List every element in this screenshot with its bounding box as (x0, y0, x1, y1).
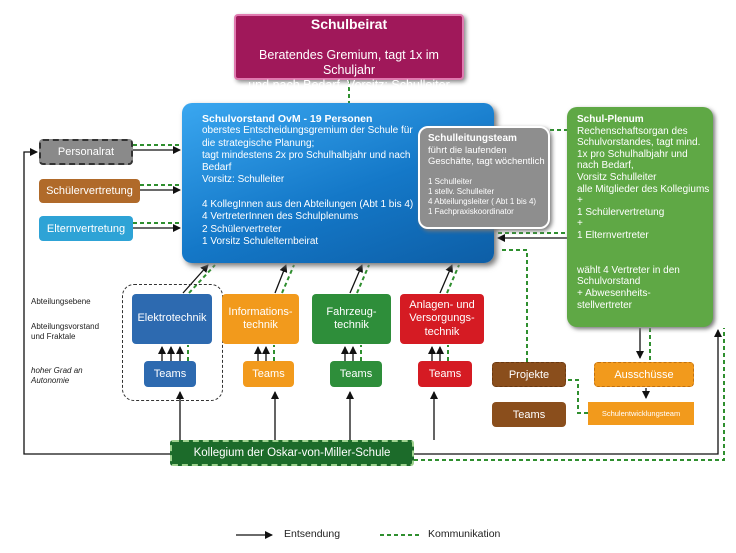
elternvertretung-box: Elternvertretung (39, 216, 133, 241)
elektrotechnik-box: Elektrotechnik (132, 294, 212, 344)
informationstechnik-box: Informations- technik (222, 294, 299, 344)
schuelervertretung-box: Schülervertretung (39, 179, 140, 203)
comm-fahr (356, 264, 370, 294)
schulbeirat-text: Beratendes Gremium, tagt 1x im Schuljahr… (248, 47, 450, 92)
arrow-anlagen-to-vorstand (439, 264, 453, 294)
comm-sew-projekte (566, 379, 588, 414)
arrow-kollegium-to-personalrat (23, 148, 170, 455)
teams-anlagen: Teams (418, 361, 472, 387)
ausschuesse-box: Ausschüsse (594, 362, 694, 387)
teams-informationstechnik: Teams (243, 361, 294, 387)
schulplenum-title: Schul-Plenum (577, 114, 644, 125)
schulplenum-text: Rechenschaftsorgan des Schulvorstandes, … (577, 125, 710, 311)
personalrat-box: Personalrat (39, 139, 133, 165)
comm-info (281, 264, 295, 294)
comm-projekte (500, 249, 528, 362)
projekte-box: Projekte (492, 362, 566, 387)
schulleitungsteam-members: 1 Schulleiter 1 stellv. Schulleiter 4 Ab… (428, 176, 537, 217)
teams-elektrotechnik: Teams (144, 361, 196, 387)
legend-entsendung: Entsendung (284, 528, 341, 540)
kollegium-box: Kollegium der Oskar-von-Miller-Schule (170, 440, 414, 466)
label-abteilungsvorstand: Abteilungsvorstand und Fraktale (31, 322, 100, 341)
comm-anlagen (446, 264, 460, 294)
schulbeirat-box: Schulbeirat Beratendes Gremium, tagt 1x … (234, 14, 464, 92)
schulbeirat-title: Schulbeirat (310, 15, 388, 32)
schulleitungsteam-text: führt die laufenden Geschäfte, tagt wöch… (428, 144, 545, 168)
teams-projekte-box: Teams (492, 402, 566, 427)
comm-kollegium-plenum (414, 328, 725, 461)
schulplenum-box: Schul-Plenum Rechenschaftsorgan des Schu… (567, 107, 713, 327)
arrow-kollegium-to-plenum (414, 329, 722, 455)
teams-fahrzeugtechnik: Teams (330, 361, 382, 387)
fahrzeugtechnik-box: Fahrzeug- technik (312, 294, 391, 344)
comm-elektro (188, 264, 216, 294)
anlagen-versorgungstechnik-box: Anlagen- und Versorgungs- technik (400, 294, 484, 344)
arrow-fahr-to-vorstand (349, 264, 363, 294)
schulvorstand-text: oberstes Entscheidungsgremium der Schule… (202, 125, 414, 247)
schulvorstand-title: Schulvorstand OvM - 19 Personen (202, 113, 373, 125)
legend-kommunikation: Kommunikation (428, 528, 501, 540)
schulleitungsteam-box: Schulleitungsteam führt die laufenden Ge… (418, 126, 550, 229)
schulentwicklungsteam-box: Schulentwicklungsteam (588, 402, 694, 425)
label-abteilungsebene: Abteilungsebene (31, 297, 91, 306)
label-autonomie: hoher Grad an Autonomie (31, 366, 83, 385)
arrow-elektro-to-vorstand (182, 264, 209, 294)
arrow-info-to-vorstand (274, 264, 288, 294)
schulleitungsteam-title: Schulleitungsteam (428, 133, 517, 144)
